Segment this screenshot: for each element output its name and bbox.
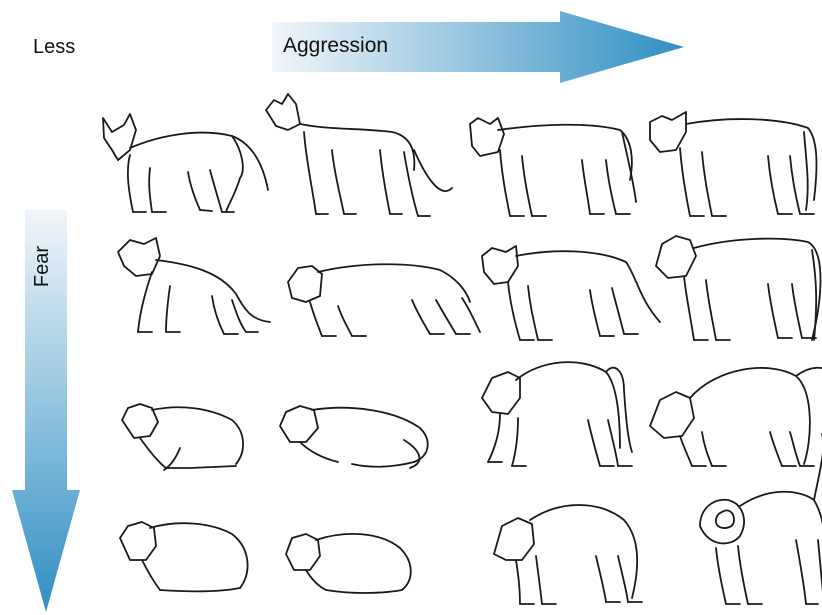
cat-alert-standing-icon xyxy=(266,94,452,216)
fear-label: Fear xyxy=(31,246,54,287)
cat-uneasy-crouch-icon xyxy=(118,238,270,334)
cat-crouched-icon xyxy=(122,404,243,470)
cat-aggressive-standing-icon xyxy=(650,112,816,216)
cat-cowering-icon xyxy=(120,522,248,591)
cat-tense-stance-icon xyxy=(482,246,660,340)
aggression-label: Aggression xyxy=(283,34,388,58)
cat-stalking-low-icon xyxy=(288,264,480,336)
cat-defensive-arch-icon xyxy=(494,505,642,604)
cat-neutral-standing-icon xyxy=(103,114,268,212)
cat-low-crouch-icon xyxy=(280,406,428,468)
cat-arched-threat-icon xyxy=(650,368,822,466)
cat-arched-back-icon xyxy=(482,362,632,466)
cat-fearful-crouch-icon xyxy=(286,534,411,593)
cat-threat-stance-icon xyxy=(656,236,821,340)
cat-full-defensive-arch-icon xyxy=(700,434,822,604)
cat-stiff-standing-icon xyxy=(470,118,636,216)
